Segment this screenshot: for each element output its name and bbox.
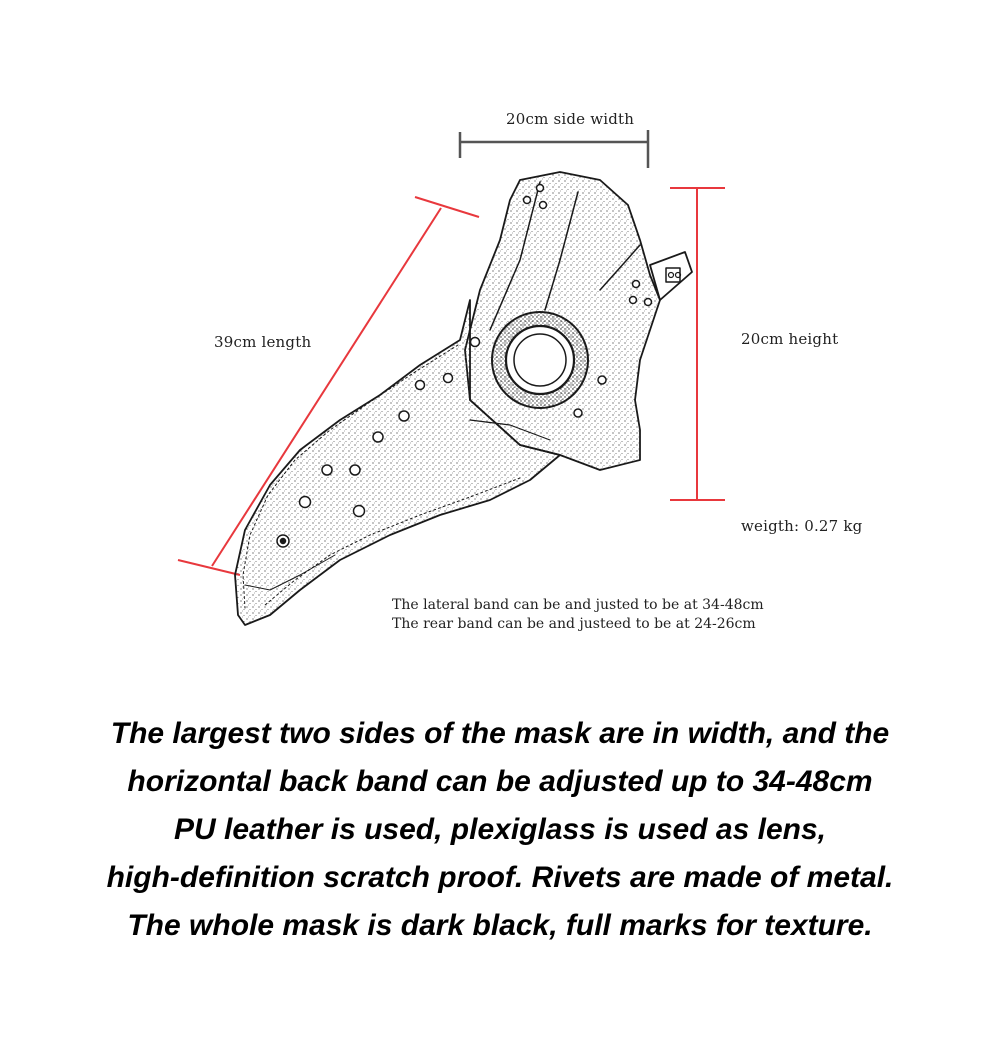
length-dimension-line [177, 196, 480, 576]
description-line: PU leather is used, plexiglass is used a… [174, 813, 826, 846]
height-dimension-line [670, 187, 725, 501]
lateral-band-note: The lateral band can be and justed to be… [392, 597, 764, 613]
rivets [276, 183, 653, 548]
band-adjustment-notes: The lateral band can be and justed to be… [392, 596, 764, 634]
description-line: horizontal back band can be adjusted up … [127, 765, 873, 798]
height-label: 20cm height [741, 330, 839, 348]
description-line: The whole mask is dark black, full marks… [127, 909, 873, 942]
product-description: The largest two sides of the mask are in… [0, 710, 1000, 950]
description-line: The largest two sides of the mask are in… [110, 717, 890, 750]
side-band-buckle [649, 251, 693, 301]
eye-lens [491, 311, 589, 409]
weight-label: weigth: 0.27 kg [741, 517, 863, 535]
mask-diagram [177, 130, 725, 626]
width-dimension-line [458, 130, 650, 168]
rear-band-note: The rear band can be and justeed to be a… [392, 616, 756, 632]
mask-beak-outline [234, 299, 561, 626]
plague-mask-drawing [234, 171, 693, 626]
length-label: 39cm length [214, 333, 312, 351]
width-label: 20cm side width [506, 110, 635, 128]
description-line: high-definition scratch proof. Rivets ar… [106, 861, 894, 894]
